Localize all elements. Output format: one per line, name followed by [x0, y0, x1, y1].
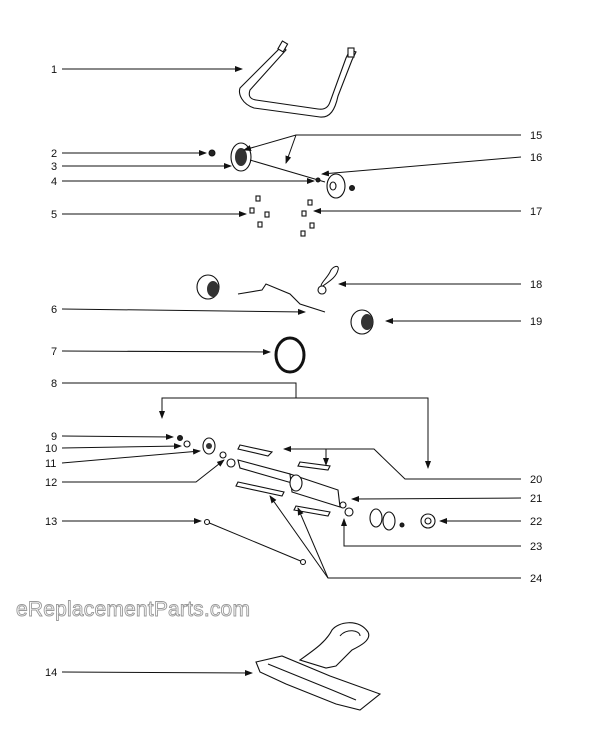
leader-lines	[61, 66, 522, 676]
drive-belt-part	[274, 336, 306, 374]
callout-6: 6	[51, 304, 57, 316]
callout-4: 4	[51, 176, 57, 188]
callout-24: 24	[530, 573, 542, 585]
handle-bail-part	[238, 40, 357, 118]
watermark-text: eReplacementParts.com	[16, 598, 250, 621]
callout-9: 9	[51, 431, 57, 443]
callout-22: 22	[530, 516, 542, 528]
nozzle-base-part	[255, 622, 382, 711]
callout-21: 21	[530, 493, 542, 505]
callout-19: 19	[530, 316, 542, 328]
callout-12: 12	[45, 477, 57, 489]
callout-3: 3	[51, 161, 57, 173]
callout-20: 20	[530, 474, 542, 486]
rear-wheel-axle-assembly	[208, 142, 355, 199]
callout-2: 2	[51, 148, 57, 160]
rod-part	[203, 518, 307, 566]
callout-8: 8	[51, 378, 57, 390]
callout-18: 18	[530, 279, 542, 291]
callout-1: 1	[51, 64, 57, 76]
callout-23: 23	[530, 541, 542, 553]
callout-15: 15	[530, 130, 542, 142]
callout-10: 10	[45, 443, 57, 455]
screws-part	[249, 195, 315, 237]
callout-11: 11	[45, 458, 56, 470]
callout-numbers: 1 2 3 4 5 6 7 8 9 10 11 12 13 14 15 16 1…	[45, 64, 542, 679]
front-wheel-assembly	[196, 265, 374, 335]
callout-17: 17	[530, 206, 542, 218]
callout-14: 14	[45, 667, 57, 679]
callout-16: 16	[530, 152, 542, 164]
callout-13: 13	[45, 516, 57, 528]
callout-7: 7	[51, 346, 57, 358]
callout-5: 5	[51, 209, 57, 221]
brushroll-assembly	[177, 435, 436, 531]
